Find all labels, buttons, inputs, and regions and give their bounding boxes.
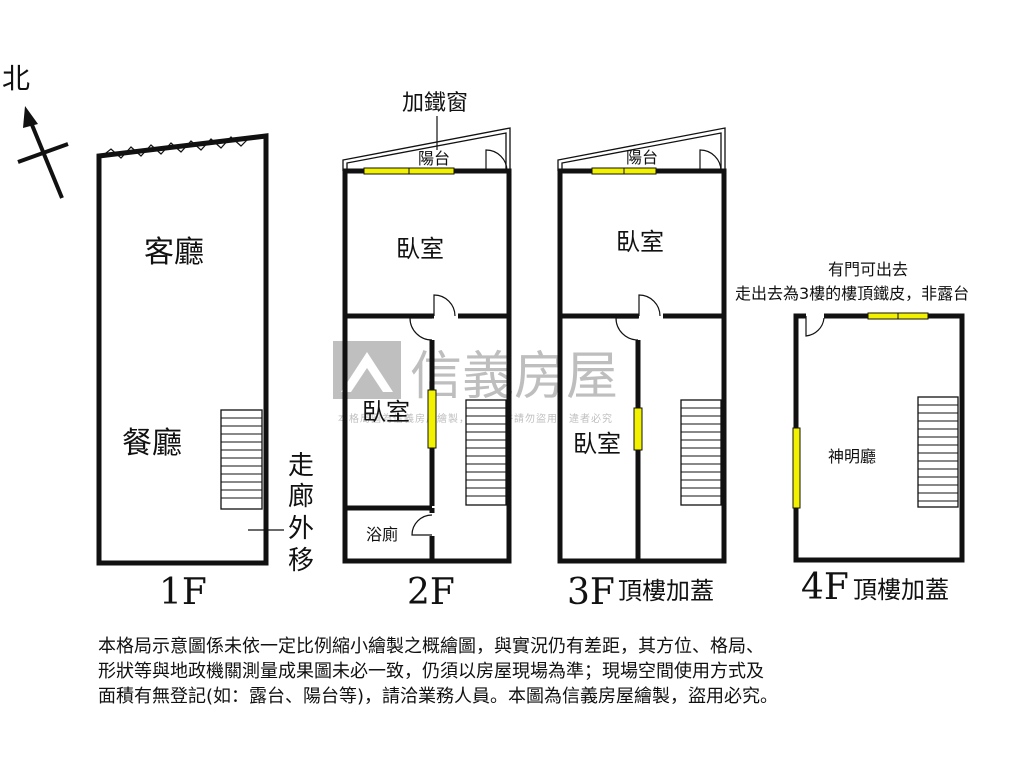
room-label-bedroom: 臥室 — [362, 398, 410, 426]
room-label-living: 客廳 — [144, 235, 204, 270]
floor-label-3f: 3F — [567, 572, 615, 613]
room-label-bath: 浴廁 — [366, 525, 398, 544]
disclaimer-text: 本格局示意圖係未依一定比例縮小繪製之概繪圖，與實況仍有差距，其方位、格局、 形狀… — [98, 634, 998, 709]
iron-window-label: 加鐵窗 — [402, 91, 468, 116]
floor-4f: 有門可出去 走出去為3樓的樓頂鐵皮，非露台 神明廳 4F 頂樓加蓋 — [735, 260, 969, 608]
staircase — [680, 399, 722, 506]
room-label-bedroom: 臥室 — [396, 235, 444, 263]
room-label-bedroom: 臥室 — [616, 228, 664, 256]
room-label-balcony: 陽台 — [418, 149, 450, 168]
corridor-note-char-4: 移 — [288, 546, 314, 576]
window — [792, 427, 801, 509]
window — [633, 407, 643, 451]
floor-1f: 客廳 餐廳 走 廊 外 移 1F — [96, 133, 314, 613]
floor-label-4f: 4F — [801, 567, 849, 608]
floor-label-2f: 2F — [407, 572, 455, 613]
corridor-note: 走 廊 外 移 — [288, 451, 314, 576]
room-label-bedroom: 臥室 — [573, 430, 621, 458]
floor-2f: 加鐵窗 陽台 臥室 臥室 浴廁 2F — [342, 91, 512, 613]
staircase — [220, 409, 263, 510]
compass-arrow-icon — [23, 106, 38, 128]
watermark-brand: 信義房屋 — [410, 347, 618, 407]
disclaimer-line-1: 本格局示意圖係未依一定比例縮小繪製之概繪圖，與實況仍有差距，其方位、格局、 — [98, 636, 764, 657]
compass: 北 — [2, 62, 69, 199]
exit-note-line2: 走出去為3樓的樓頂鐵皮，非露台 — [735, 284, 969, 303]
corridor-note-char-3: 外 — [288, 514, 314, 544]
disclaimer-line-2: 形狀等與地政機關測量成果圖未必一致，仍須以房屋現場為準；現場空間使用方式及 — [98, 661, 764, 682]
room-label-shrine: 神明廳 — [828, 447, 876, 466]
floor-suffix-4f: 頂樓加蓋 — [853, 576, 949, 604]
zigzag-window — [100, 135, 265, 159]
compass-north-label: 北 — [2, 62, 30, 95]
room-label-dining: 餐廳 — [122, 426, 182, 461]
floor-label-1f: 1F — [159, 572, 207, 613]
exit-note-line1: 有門可出去 — [828, 260, 908, 279]
staircase — [917, 396, 959, 508]
window — [427, 389, 437, 449]
staircase — [465, 399, 507, 506]
corridor-note-char-1: 走 — [288, 451, 314, 481]
room-label-balcony: 陽台 — [626, 148, 658, 167]
watermark: 信義房屋 本格局圖為信義房屋繪製，未經允許請勿盜用，違者必究 — [333, 341, 618, 425]
disclaimer-line-3: 面積有無登記(如：露台、陽台等)，請洽業務人員。本圖為信義房屋繪製，盜用必究。 — [98, 686, 779, 707]
floor-suffix-3f: 頂樓加蓋 — [618, 577, 714, 605]
floor-3f: 陽台 臥室 臥室 3F 頂樓加蓋 — [557, 127, 727, 613]
corridor-note-char-2: 廊 — [288, 482, 314, 512]
